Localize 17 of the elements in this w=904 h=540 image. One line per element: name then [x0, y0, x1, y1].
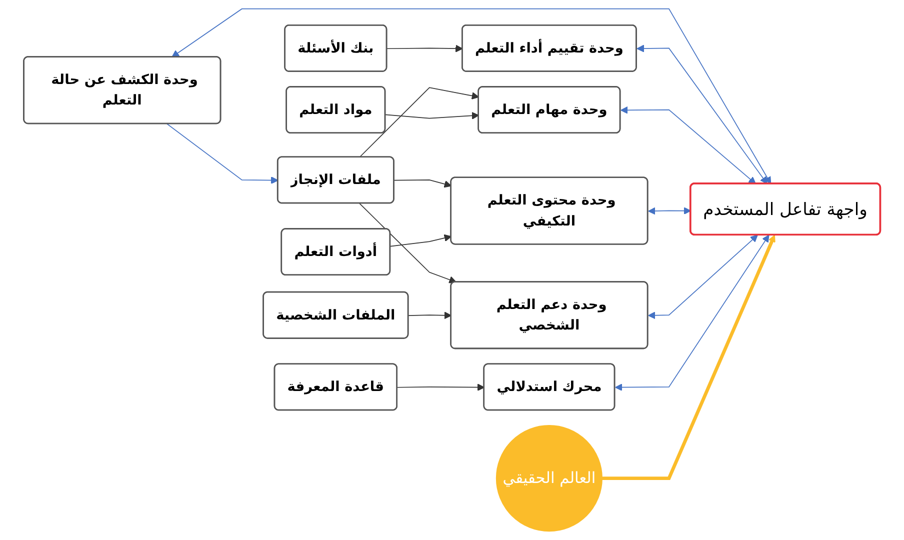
arrow: [359, 203, 457, 284]
arrow: [166, 123, 278, 184]
arrow: [172, 8, 772, 184]
arrow: [614, 234, 770, 392]
arrow: [385, 112, 480, 120]
arrow: [394, 180, 452, 188]
arrow: [359, 87, 480, 158]
arrow: [620, 106, 756, 184]
arrow: [386, 44, 463, 52]
arrow: [636, 44, 768, 184]
arrow: [396, 384, 485, 392]
arrow: [408, 312, 452, 320]
arrow: [602, 234, 776, 480]
node-circle: العالم الحقيقي: [496, 425, 602, 532]
arrow: [390, 234, 452, 247]
arrow: [648, 234, 758, 320]
arrow: [648, 207, 692, 215]
